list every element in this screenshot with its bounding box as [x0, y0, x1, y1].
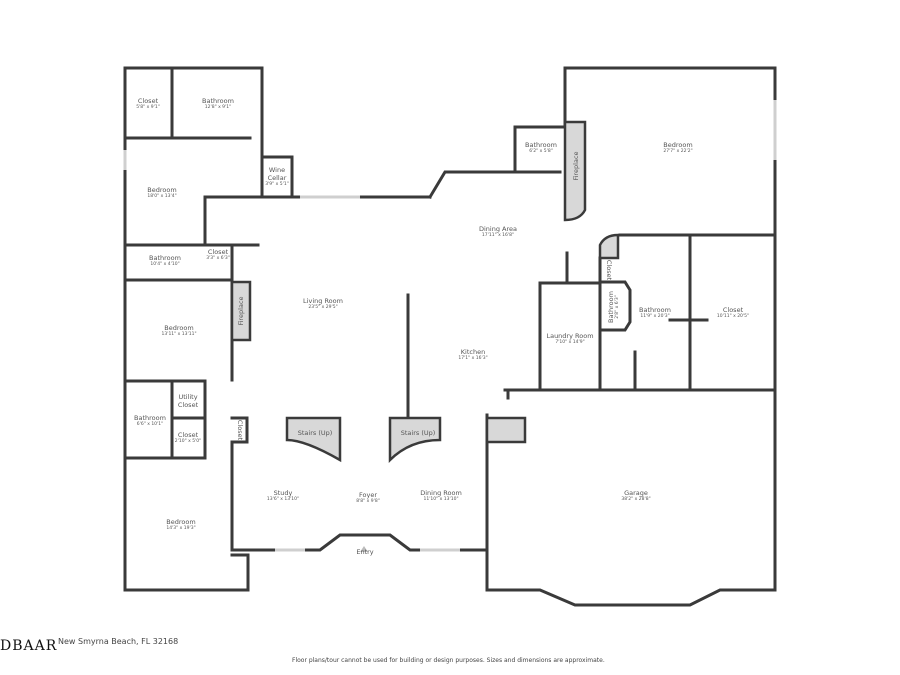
address: New Smyrna Beach, FL 32168	[58, 637, 179, 646]
stairs-1	[285, 416, 342, 463]
room-closet: Closet	[236, 419, 244, 441]
fireplace-label: Fireplace	[237, 296, 245, 326]
disclaimer: Floor plans/tour cannot be used for buil…	[292, 657, 605, 664]
walls	[123, 66, 777, 607]
room-utility-closet: Utility Closet	[177, 393, 199, 409]
fireplace-label: Fireplace	[572, 151, 580, 181]
stairs-label: Stairs (Up)	[400, 429, 436, 437]
stairs-label: Stairs (Up)	[297, 429, 333, 437]
entry-label: Entry	[356, 548, 374, 556]
fireplace-north	[563, 120, 587, 222]
fixtures	[230, 120, 620, 552]
room-closet: Closet	[605, 259, 613, 281]
entry-arrow-icon	[360, 546, 368, 552]
watermark-logo: DBAAR	[0, 638, 58, 654]
fireplace-west	[230, 280, 252, 342]
stairs-2	[388, 416, 442, 464]
